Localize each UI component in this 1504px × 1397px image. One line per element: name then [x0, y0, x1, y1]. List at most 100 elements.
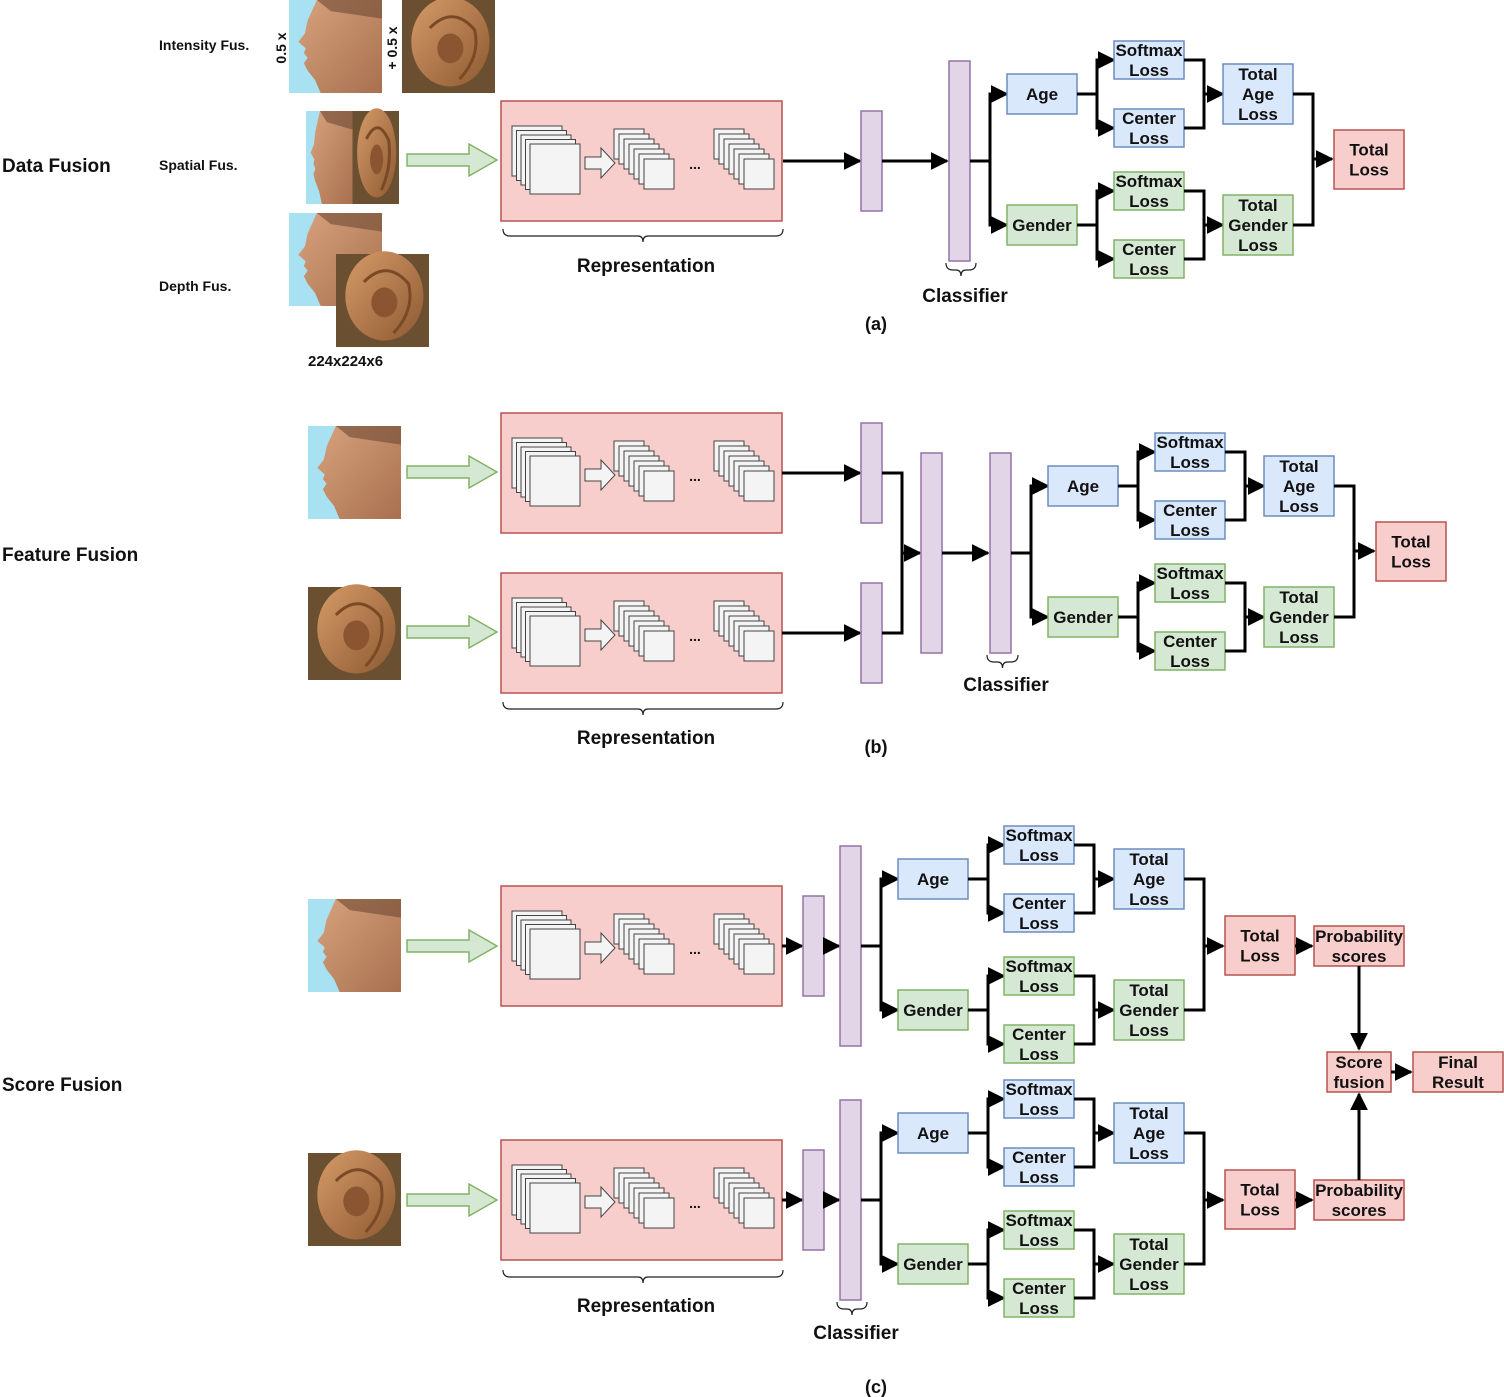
c-ear-gender-block-label: Gender: [903, 1255, 963, 1274]
b-gender-softmax-loss-label: Softmax: [1156, 564, 1224, 583]
c-face-total-loss-label: Total: [1240, 927, 1279, 946]
c-ear-age-block: Age: [897, 1112, 969, 1154]
a-age-center-loss-label: Center: [1122, 109, 1176, 128]
b-total-age-loss-label: Age: [1283, 477, 1315, 496]
connector-arrow: [1095, 225, 1116, 268]
b-total-gender-loss-label: Total: [1279, 588, 1318, 607]
a-age-block-label: Age: [1026, 85, 1058, 104]
c-ear-age-softmax-loss-label: Softmax: [1005, 1080, 1073, 1099]
c-face-age-softmax-loss-label: Softmax: [1005, 826, 1073, 845]
classifier-label: Classifier: [963, 675, 1049, 696]
c-face-age-block-label: Age: [917, 870, 949, 889]
input-arrow: [406, 142, 499, 178]
c-face-probability-scores-label: Probability: [1315, 927, 1403, 946]
connector-arrow: [988, 85, 1009, 161]
ear-weight-label: + 0.5 x: [384, 26, 400, 69]
connector-arrow: [1136, 617, 1157, 660]
c-face-gender-softmax-loss-label: Softmax: [1005, 957, 1073, 976]
connector-arrow: [1184, 1131, 1206, 1266]
classifier-brace: [986, 654, 1019, 669]
a-total-gender-loss-label: Gender: [1228, 216, 1288, 235]
a-total-age-loss-label: Total: [1238, 65, 1277, 84]
c-ear-gender-center-loss-label: Center: [1012, 1279, 1066, 1298]
connector-arrow: [986, 879, 1006, 922]
connector-arrow: [1074, 974, 1096, 1046]
classifier-layer: [839, 1099, 862, 1301]
c-ear-total-loss-label: Total: [1240, 1181, 1279, 1200]
c-ear-gender-center-loss-label: Loss: [1019, 1299, 1059, 1318]
c-face-gender-block-label: Gender: [903, 1001, 963, 1020]
c-ear-ear-image: [308, 1150, 401, 1246]
connector-arrow: [1225, 581, 1247, 653]
connector-arrow: [1095, 94, 1116, 137]
fc-layer: [860, 422, 883, 524]
b-total-gender-loss-label: Gender: [1269, 608, 1329, 627]
c-face-total-age-loss-label: Age: [1133, 870, 1165, 889]
connector-arrow: [1136, 574, 1157, 617]
classifier-layer: [989, 452, 1012, 654]
b-gender-softmax-loss-label: Loss: [1170, 584, 1210, 603]
intensity-face-image: [289, 0, 382, 93]
connector-arrow: [1095, 182, 1116, 225]
caption-a: (a): [865, 314, 887, 334]
ellipsis-label: ...: [689, 468, 701, 484]
input-arrow: [406, 928, 499, 964]
a-gender-softmax-loss-label: Loss: [1129, 192, 1169, 211]
connector-arrow: [986, 1221, 1006, 1264]
b-age-block: Age: [1047, 465, 1119, 507]
a-age-block: Age: [1006, 73, 1078, 115]
face-weight-label: 0.5 x: [273, 32, 289, 63]
input-size-label: 224x224x6: [308, 353, 383, 370]
score-fusion-title: Score Fusion: [2, 1075, 122, 1096]
connector-arrow: [986, 1090, 1006, 1133]
c-face-total-age-loss-label: Loss: [1129, 890, 1169, 909]
a-total-gender-loss-label: Loss: [1238, 236, 1278, 255]
c-ear-age-softmax-loss-label: Loss: [1019, 1100, 1059, 1119]
a-age-softmax-loss-label: Softmax: [1115, 41, 1183, 60]
c-face-age-softmax-loss-label: Loss: [1019, 846, 1059, 865]
spatial-ear-half: [352, 108, 399, 204]
c-face-gender-center-loss-label: Center: [1012, 1025, 1066, 1044]
ellipsis-label: ...: [689, 941, 701, 957]
c-face-total-gender-loss-label: Total: [1129, 981, 1168, 1000]
representation-brace: [502, 228, 784, 243]
c-ear-total-age-loss-label: Loss: [1129, 1144, 1169, 1163]
input-arrow: [406, 1182, 499, 1218]
representation-cnn-block: ...: [500, 885, 783, 1007]
b-total-loss-label: Total: [1391, 533, 1430, 552]
classifier-brace: [836, 1301, 868, 1316]
fc-layer: [860, 110, 883, 212]
c-face-total-gender-loss-label: Gender: [1119, 1001, 1179, 1020]
b-age-center-loss-label: Center: [1163, 501, 1217, 520]
b-age-softmax-loss-label: Loss: [1170, 453, 1210, 472]
c-face-total-gender-loss-label: Loss: [1129, 1021, 1169, 1040]
score-fusion-block-label: Score: [1335, 1053, 1382, 1072]
c-face-face-image: [308, 899, 401, 992]
connector-arrow: [1136, 443, 1157, 486]
intensity-ear-image: [402, 0, 495, 93]
spatial-fusion-label: Spatial Fus.: [159, 157, 238, 173]
connector-arrow: [986, 1133, 1006, 1176]
fc-layer: [802, 1149, 825, 1251]
ellipsis-label: ...: [689, 156, 701, 172]
c-face-probability-scores-label: scores: [1332, 947, 1387, 966]
c-face-age-block: Age: [897, 858, 969, 900]
depth-fusion-label: Depth Fus.: [159, 278, 231, 294]
c-face-gender-block: Gender: [897, 989, 969, 1031]
fc-layer: [920, 452, 943, 654]
